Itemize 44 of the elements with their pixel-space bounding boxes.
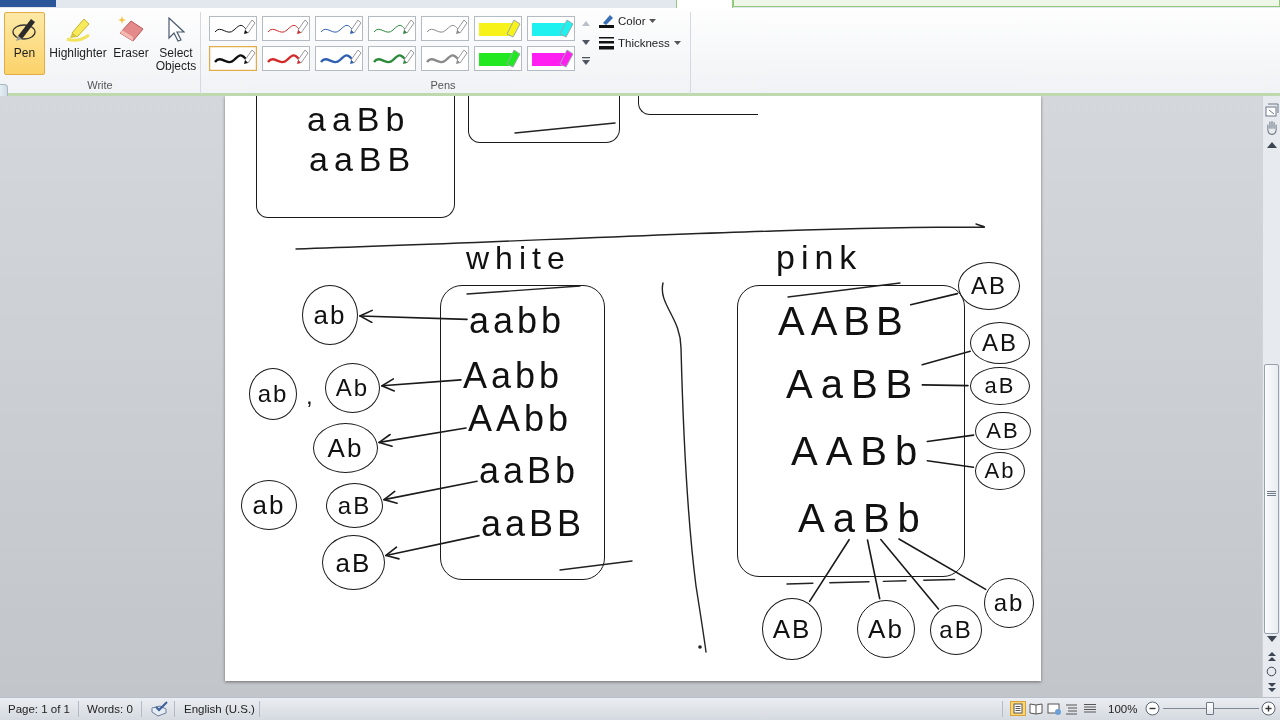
genotype-text: AABb [791, 431, 926, 471]
status-text: Words: 0 [87, 703, 133, 716]
connector-line [909, 292, 959, 306]
thickness-button: Thickness [598, 34, 681, 52]
connector-line [921, 350, 971, 366]
genotype-text: aabb [469, 303, 566, 339]
status-text: English (U.S.) [184, 703, 255, 716]
gamete-circle: ab [984, 578, 1034, 628]
group-label: Pens [430, 79, 456, 92]
eraser-button: Eraser [111, 12, 151, 75]
genotype-text: aaBb [307, 102, 411, 136]
arrow [381, 378, 462, 392]
comma-text: , [306, 384, 313, 408]
genotype-text: AaBB [786, 364, 921, 404]
box-heading: pink [776, 240, 863, 274]
genotype-text: Aabb [463, 358, 564, 394]
genotype-text: AaBb [798, 498, 928, 538]
arrow [385, 534, 480, 560]
genotype-text: AABB [778, 301, 909, 341]
genotype-text: aaBB [481, 506, 586, 542]
genotype-text: aaBb [479, 453, 580, 489]
zoom-level: 100% [1108, 703, 1138, 716]
connector-line [926, 434, 975, 443]
box-heading: white [466, 242, 571, 274]
select-objects-button: Select Objects [153, 12, 199, 75]
arrow [383, 480, 478, 504]
status-text: Page: 1 of 1 [8, 703, 71, 716]
genotype-text: aaBB [309, 142, 417, 176]
connector-line [921, 384, 969, 387]
connector-line [866, 539, 881, 600]
group-label: Write [87, 79, 113, 92]
cut-off-box [256, 96, 455, 218]
connector-line [880, 538, 940, 610]
highlighter-button: Highlighter [47, 12, 109, 75]
cut-off-box [468, 96, 620, 143]
color-button: Color [598, 12, 657, 30]
arrow [359, 309, 468, 324]
pen-button: Pen [4, 12, 45, 75]
connector-line [898, 538, 987, 591]
genotype-text: AAbb [468, 401, 573, 437]
connector-line [808, 538, 850, 603]
connector-line [926, 459, 975, 469]
arrow [378, 427, 467, 448]
cut-off-box [638, 96, 758, 115]
